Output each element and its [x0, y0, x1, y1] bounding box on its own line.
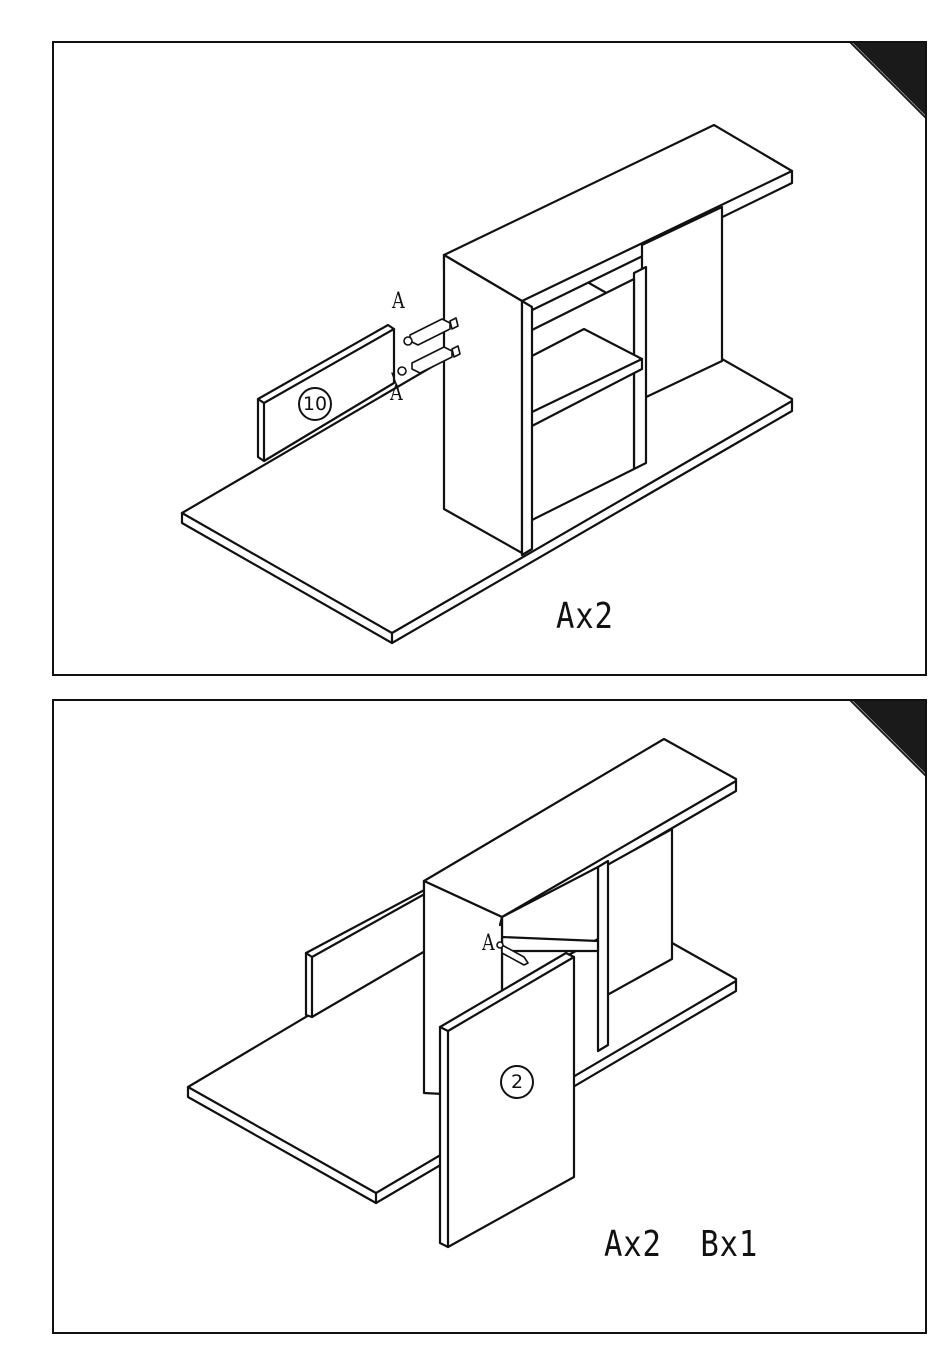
- step-1-illustration: [54, 43, 927, 676]
- part-number-badge: 2: [500, 1065, 534, 1099]
- hardware-quantity: Ax2 Bx1: [604, 1227, 758, 1263]
- hardware-label-a: A: [482, 933, 495, 955]
- assembly-step-1: A A 10 Ax2: [52, 41, 927, 676]
- inner-upright: [598, 861, 608, 1051]
- part-number-badge: 10: [298, 387, 332, 421]
- assembly-step-2: A 2 Ax2 Bx1: [52, 699, 927, 1334]
- hardware-label-a: A: [392, 291, 405, 313]
- side-panel: [444, 255, 522, 553]
- hardware-quantity: Ax2: [556, 599, 614, 635]
- hardware-label-a: A: [390, 383, 403, 405]
- corner-tab-icon: [849, 41, 927, 119]
- step-2-illustration: [54, 701, 927, 1334]
- corner-tab-icon: [849, 699, 927, 777]
